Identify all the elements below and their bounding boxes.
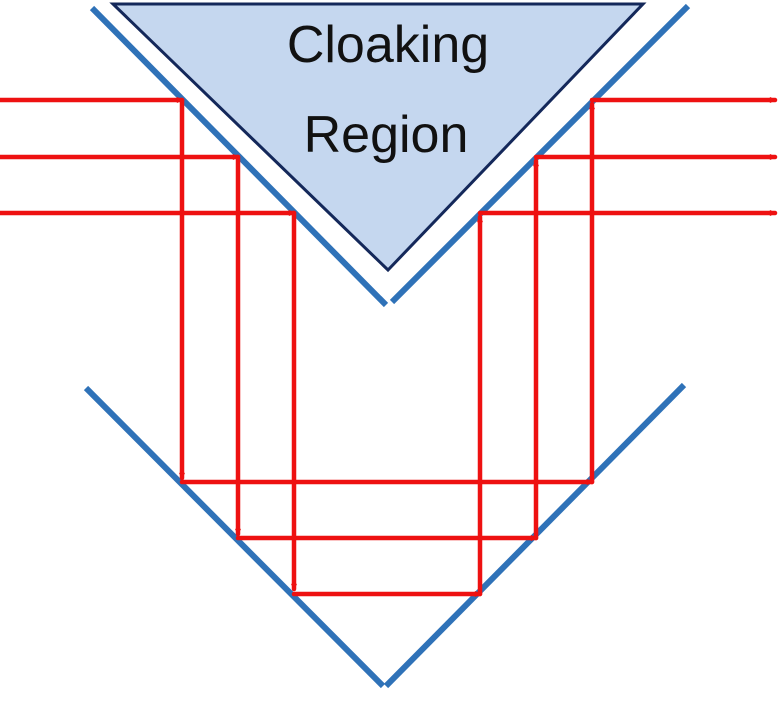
lower-left-mirror — [83, 385, 386, 689]
ray-path-2 — [0, 154, 778, 541]
cloaking-region-triangle — [109, 2, 647, 273]
cloaking-region-label-line1: Cloaking — [287, 16, 489, 74]
upper-right-mirror — [389, 3, 691, 305]
ray-path-3 — [0, 210, 778, 597]
ray-path-1 — [0, 97, 778, 485]
cloaking-region-label-line2: Region — [304, 106, 469, 164]
